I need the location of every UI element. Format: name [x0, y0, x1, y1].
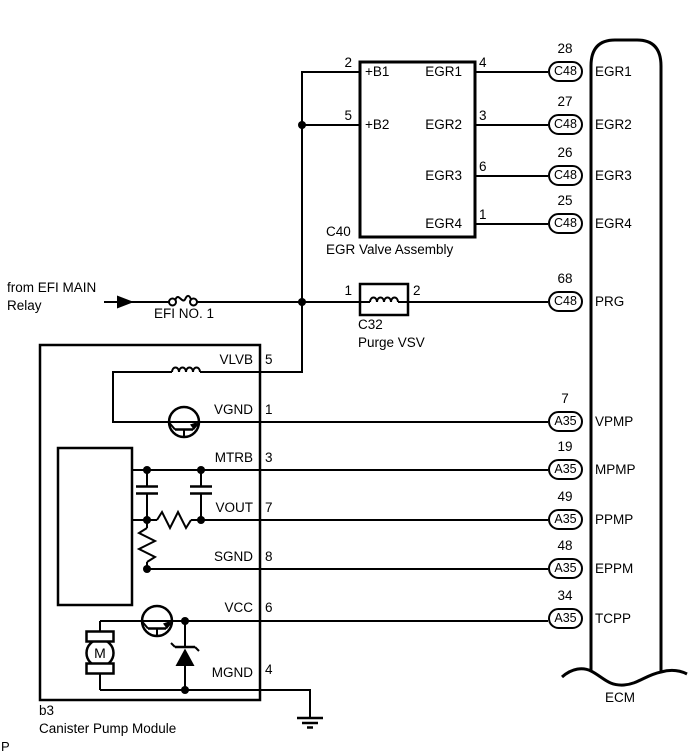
pin-number: 5 — [344, 108, 352, 123]
pin-number: 8 — [265, 549, 273, 564]
connector-oval: C48 — [548, 291, 583, 312]
ecm-outline — [560, 38, 688, 687]
pin-label: EGR2 — [425, 117, 462, 132]
terminal-pin-number: 34 — [557, 588, 573, 603]
pin-label: +B1 — [365, 64, 390, 79]
pin-number: 7 — [265, 500, 273, 515]
resistor-icon — [156, 509, 192, 531]
purge-vsv-coil-icon — [369, 296, 399, 303]
pin-label: MGND — [211, 665, 253, 680]
component-name-label: Purge VSV — [358, 335, 425, 350]
connector-code-label: C32 — [358, 317, 383, 332]
connector-oval: C48 — [548, 165, 583, 186]
fuse-name-label: EFI NO. 1 — [153, 306, 214, 321]
pin-label: VOUT — [215, 500, 253, 515]
terminal-signal-label: PPMP — [595, 512, 634, 527]
power-source-label: from EFI MAIN — [7, 280, 97, 295]
pin-number: 2 — [413, 283, 421, 298]
terminal-pin-number: 48 — [557, 538, 573, 553]
connector-oval: A35 — [548, 459, 583, 480]
component-name-label: Canister Pump Module — [39, 721, 177, 736]
transistor-icon — [167, 405, 201, 439]
connector-oval: A35 — [548, 608, 583, 629]
egr-output-wires — [475, 71, 548, 225]
pin-number: 4 — [265, 662, 273, 677]
pin-label: EGR4 — [425, 216, 462, 231]
pin-label: +B2 — [365, 117, 390, 132]
pin-label: VGND — [213, 402, 253, 417]
transistor-icon — [140, 604, 174, 638]
connector-oval: C48 — [548, 213, 583, 234]
purge-vsv-box — [358, 282, 410, 317]
connector-code-label: b3 — [39, 703, 55, 718]
mgnd-wire — [100, 689, 311, 718]
pin-label: MTRB — [214, 450, 253, 465]
pin-number: 6 — [479, 159, 487, 174]
flow-arrow-icon — [117, 295, 134, 309]
connector-oval: C48 — [548, 61, 583, 82]
pin-number: 1 — [265, 402, 273, 417]
pin-label: EGR3 — [425, 168, 462, 183]
pin-number: 3 — [479, 108, 487, 123]
terminal-pin-number: 49 — [557, 489, 573, 504]
canister-module-box — [38, 343, 262, 702]
connector-oval: A35 — [548, 509, 583, 530]
terminal-signal-label: PRG — [595, 294, 625, 309]
motor-label: M — [94, 645, 106, 661]
terminal-pin-number: 27 — [557, 94, 573, 109]
pin-number: 4 — [479, 55, 487, 70]
motor-icon — [85, 621, 115, 690]
junction-dots — [143, 121, 306, 694]
ecm-label: ECM — [605, 690, 635, 705]
pin-number: 1 — [344, 283, 352, 298]
terminal-signal-label: VPMP — [595, 414, 634, 429]
terminal-signal-label: EGR2 — [595, 117, 632, 132]
zener-diode-icon — [170, 621, 200, 690]
terminal-signal-label: EGR4 — [595, 216, 632, 231]
capacitor-icon — [136, 470, 158, 520]
terminal-signal-label: TCPP — [595, 611, 632, 626]
connector-oval: A35 — [548, 411, 583, 432]
pin-label: VCC — [224, 600, 253, 615]
terminal-signal-label: EPPM — [595, 561, 634, 576]
b-plus-vertical-wire — [200, 71, 360, 373]
resistor-icon — [136, 520, 158, 569]
connector-oval: A35 — [548, 558, 583, 579]
power-source-label: Relay — [7, 298, 42, 313]
pump-unit-box — [56, 446, 134, 607]
terminal-pin-number: 19 — [557, 439, 573, 454]
pin-label: VLVB — [219, 352, 253, 367]
terminal-signal-label: EGR1 — [595, 64, 632, 79]
terminal-pin-number: 7 — [561, 391, 569, 406]
pin-label: SGND — [213, 549, 253, 564]
pin-number: 5 — [265, 352, 273, 367]
terminal-pin-number: 28 — [557, 41, 573, 56]
terminal-pin-number: 26 — [557, 145, 573, 160]
page-marker: P — [1, 739, 10, 754]
pin-number: 3 — [265, 450, 273, 465]
egr-valve-box — [358, 60, 477, 239]
connector-code-label: C40 — [326, 224, 351, 239]
pin-number: 1 — [479, 207, 487, 222]
terminal-signal-label: MPMP — [595, 462, 636, 477]
vlvb-vgnd-wires — [112, 371, 548, 423]
vlvb-coil-icon — [171, 366, 201, 373]
terminal-pin-number: 25 — [557, 193, 573, 208]
connector-oval: C48 — [548, 114, 583, 135]
pin-number: 6 — [265, 600, 273, 615]
fuse-icon — [168, 294, 198, 307]
ground-icon — [297, 716, 323, 729]
terminal-pin-number: 68 — [557, 271, 573, 286]
pin-number: 2 — [344, 55, 352, 70]
pin-label: EGR1 — [425, 64, 462, 79]
terminal-signal-label: EGR3 — [595, 168, 632, 183]
component-name-label: EGR Valve Assembly — [326, 242, 454, 257]
